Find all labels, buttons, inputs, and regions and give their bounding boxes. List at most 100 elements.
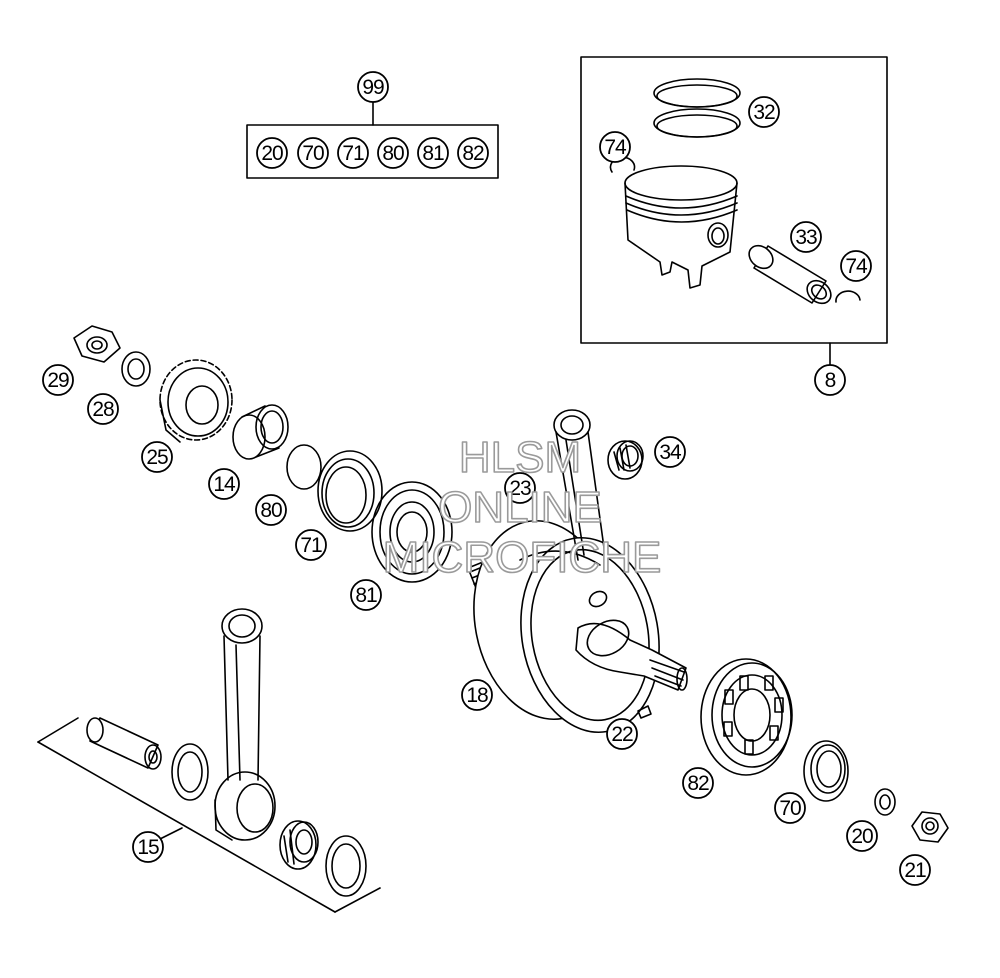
key-22 <box>637 705 652 719</box>
callout-number: 80 <box>382 142 404 165</box>
callout-number: 32 <box>753 101 775 124</box>
callout-circle <box>255 494 287 526</box>
callout-circle <box>42 364 74 396</box>
bearing-81 <box>371 481 453 583</box>
watermark-line2: ONLINE <box>438 483 602 532</box>
callout-circle <box>132 831 164 863</box>
callout-kit-70: 70 <box>297 137 329 169</box>
callout-circle <box>899 854 931 886</box>
piston-pin <box>748 244 832 305</box>
callout-c81: 81 <box>350 579 382 611</box>
callout-circle <box>654 436 686 468</box>
circlip-right <box>835 290 861 303</box>
callout-number: 74 <box>845 255 868 278</box>
washer-20 <box>874 788 896 816</box>
callout-number: 15 <box>137 836 159 859</box>
callout-number: 20 <box>261 142 283 165</box>
watermark: HLSM ONLINE MICROFICHE <box>382 432 662 583</box>
callout-circle <box>208 468 240 500</box>
nut-21 <box>911 811 949 843</box>
callout-c15: 15 <box>132 831 164 863</box>
callout-c80: 80 <box>255 494 287 526</box>
callout-number: 28 <box>92 398 114 421</box>
callout-circle <box>748 96 780 128</box>
callout-circle <box>840 250 872 282</box>
callout-c28: 28 <box>87 393 119 425</box>
callout-number: 25 <box>146 446 168 469</box>
callout-number: 81 <box>355 584 377 607</box>
callout-circle <box>606 718 638 750</box>
con-rod-kit-15 <box>37 608 381 913</box>
callout-number: 70 <box>302 142 324 165</box>
callout-number: 22 <box>611 723 633 746</box>
callout-number: 18 <box>466 684 488 707</box>
callout-c34: 34 <box>654 436 686 468</box>
o-ring-80 <box>286 444 322 490</box>
callout-circle <box>256 137 288 169</box>
callout-c21: 21 <box>899 854 931 886</box>
con-rod-upper <box>553 409 606 561</box>
nut-29 <box>73 325 121 363</box>
callout-circle <box>295 529 327 561</box>
callout-number: 70 <box>779 797 801 820</box>
callout-circle <box>461 679 493 711</box>
callout-c8: 8 <box>814 364 846 396</box>
washer-28 <box>121 351 151 387</box>
kit-box <box>246 124 499 179</box>
callout-number: 23 <box>509 477 531 500</box>
callout-number: 33 <box>795 226 817 249</box>
callout-number: 29 <box>47 369 69 392</box>
callout-c74a: 74 <box>599 131 631 163</box>
callout-circle <box>682 767 714 799</box>
callout-kit-71: 71 <box>337 137 369 169</box>
callout-circle <box>297 137 329 169</box>
callout-circle <box>357 71 389 103</box>
callout-c32: 32 <box>748 96 780 128</box>
callout-number: 99 <box>362 76 384 99</box>
gear-25 <box>159 359 233 443</box>
callout-c33: 33 <box>790 221 822 253</box>
callout-kit-81: 81 <box>417 137 449 169</box>
callout-number: 71 <box>342 142 364 165</box>
callout-circle <box>504 472 536 504</box>
callout-kit-82: 82 <box>457 137 489 169</box>
callout-number: 80 <box>260 499 282 522</box>
piston <box>624 165 738 289</box>
callout-number: 82 <box>462 142 484 165</box>
callout-c70: 70 <box>774 792 806 824</box>
watermark-line1: HLSM <box>459 433 581 482</box>
piston-rings <box>653 78 741 138</box>
kit-99-group <box>246 101 499 179</box>
callout-circle <box>774 792 806 824</box>
bushing-14 <box>232 404 289 460</box>
callout-number: 21 <box>904 859 926 882</box>
callout-circle <box>141 441 173 473</box>
watermark-line3: MICROFICHE <box>383 533 662 582</box>
callout-c22: 22 <box>606 718 638 750</box>
needle-bearing-34 <box>607 440 644 480</box>
callout-number: 20 <box>851 825 873 848</box>
callout-circle <box>417 137 449 169</box>
callout-number: 82 <box>687 772 709 795</box>
callout-c29: 29 <box>42 364 74 396</box>
piston-kit-box <box>580 56 888 366</box>
callout-c99: 99 <box>357 71 389 103</box>
callout-number: 8 <box>825 369 836 392</box>
callout-circle <box>337 137 369 169</box>
callout-circle <box>350 579 382 611</box>
seal-70 <box>803 740 849 802</box>
callout-number: 74 <box>604 136 627 159</box>
callout-c20: 20 <box>846 820 878 852</box>
callout-kit-20: 20 <box>256 137 288 169</box>
callout-c25: 25 <box>141 441 173 473</box>
callout-kit-80: 80 <box>377 137 409 169</box>
callout-circle <box>599 131 631 163</box>
seal-71 <box>317 450 383 532</box>
callout-c18: 18 <box>461 679 493 711</box>
callout-c82: 82 <box>682 767 714 799</box>
callout-c71: 71 <box>295 529 327 561</box>
callout-c23: 23 <box>504 472 536 504</box>
